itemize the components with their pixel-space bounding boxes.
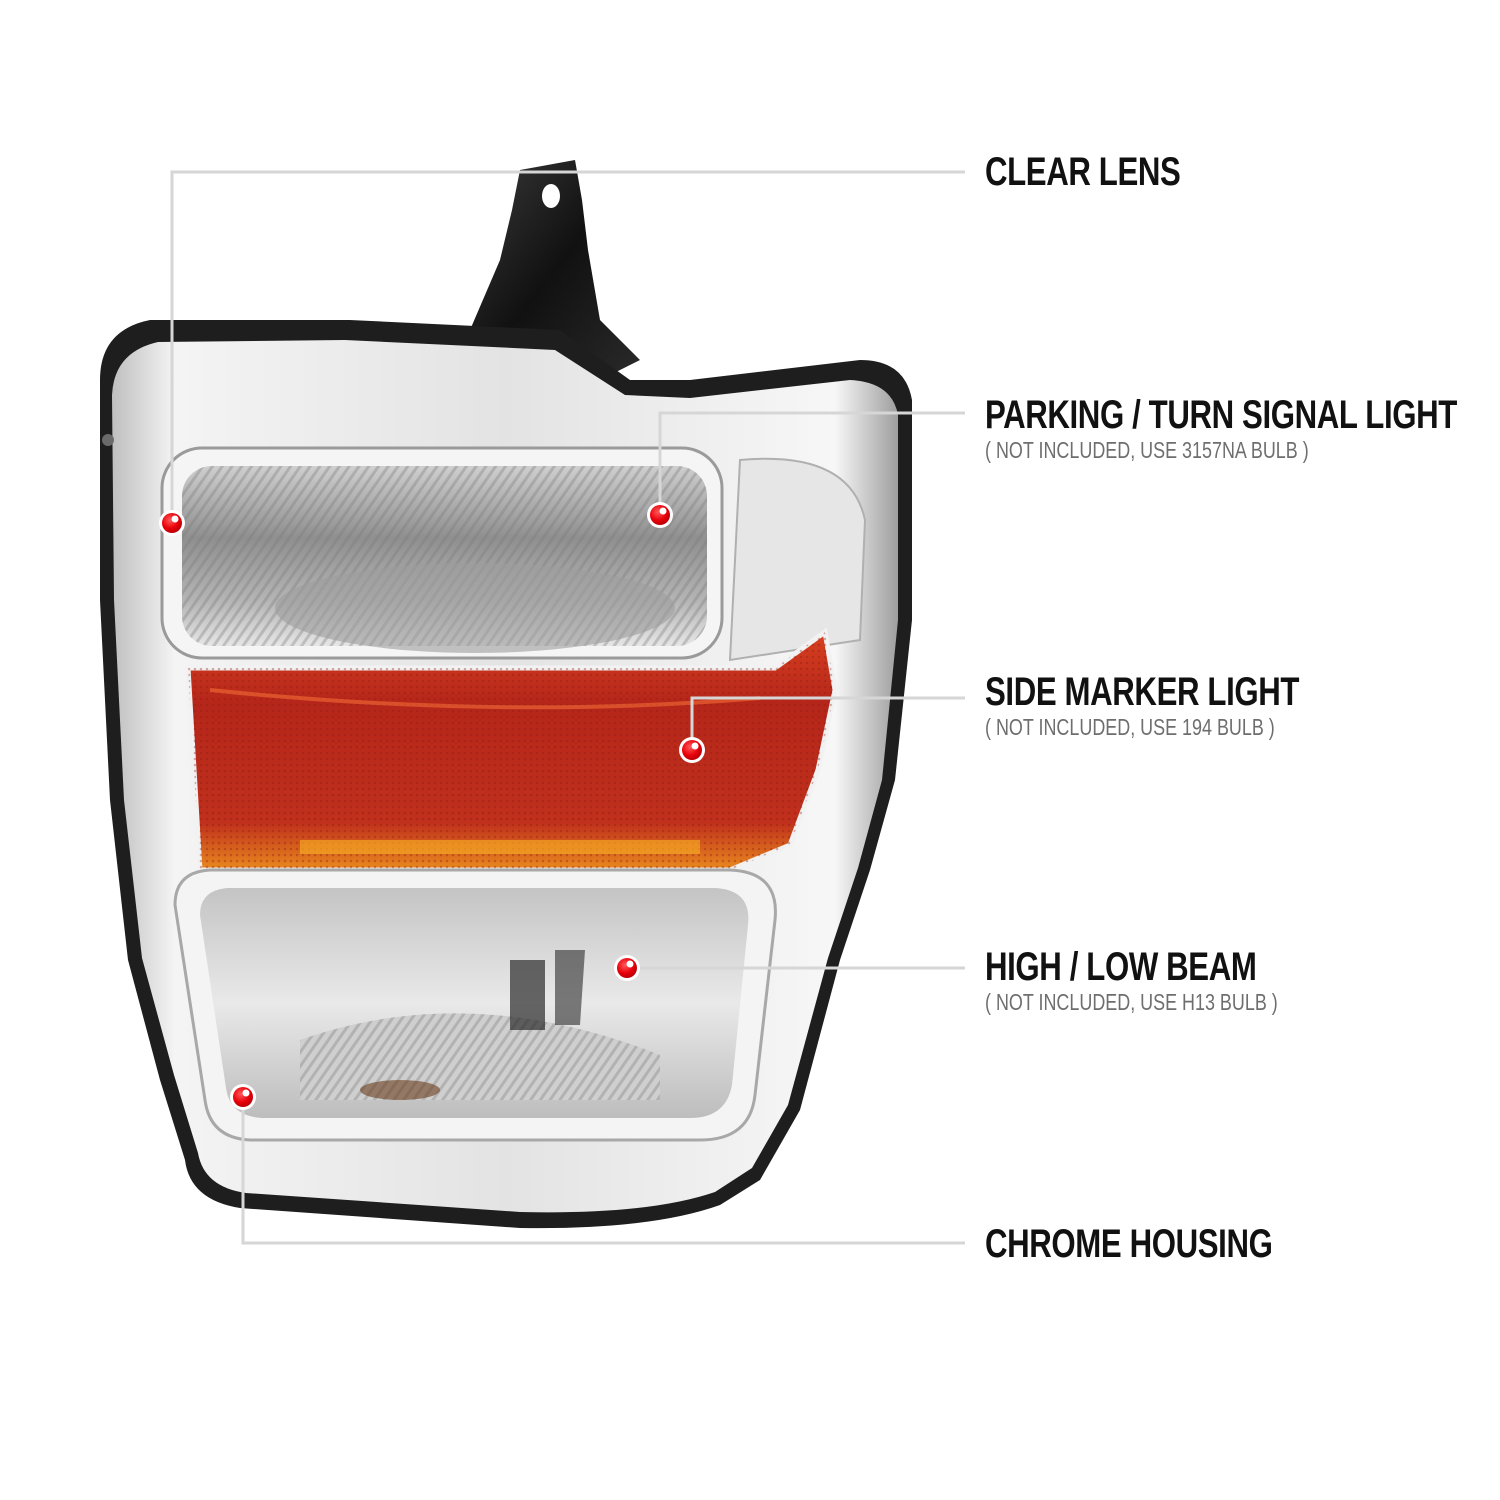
callout-dot-clear-lens — [159, 510, 185, 536]
callout-lines — [170, 170, 965, 1245]
label-bulb-note: ( NOT INCLUDED, USE 3157NA BULB ) — [985, 437, 1309, 463]
lower-lens-chamber — [173, 868, 777, 1142]
label-clear-lens: CLEAR LENS — [985, 150, 1236, 194]
label-bulb-note: ( NOT INCLUDED, USE H13 BULB ) — [985, 989, 1278, 1015]
callout-dot-chrome-housing — [230, 1084, 256, 1110]
callout-line-chrome-housing — [241, 1097, 965, 1245]
label-title: PARKING / TURN SIGNAL LIGHT — [985, 393, 1457, 437]
callout-line-parking-turn — [658, 411, 965, 515]
mounting-bracket — [470, 160, 640, 380]
label-side-marker: SIDE MARKER LIGHT ( NOT INCLUDED, USE 19… — [985, 670, 1388, 740]
label-parking-turn-signal: PARKING / TURN SIGNAL LIGHT ( NOT INCLUD… — [985, 393, 1500, 463]
callout-dot-parking-turn — [647, 502, 673, 528]
upper-lens-chamber — [160, 446, 867, 662]
label-title: HIGH / LOW BEAM — [985, 945, 1257, 989]
label-bulb-note: ( NOT INCLUDED, USE 194 BULB ) — [985, 714, 1275, 740]
label-title: CHROME HOUSING — [985, 1222, 1273, 1266]
callout-line-clear-lens — [170, 170, 965, 523]
callout-line-side-marker — [690, 696, 965, 750]
label-chrome-housing: CHROME HOUSING — [985, 1222, 1354, 1266]
label-high-low-beam: HIGH / LOW BEAM ( NOT INCLUDED, USE H13 … — [985, 945, 1360, 1015]
callout-dot-high-low-beam — [614, 955, 640, 981]
label-title: CLEAR LENS — [985, 150, 1181, 194]
amber-side-marker — [185, 627, 838, 873]
callout-dot-side-marker — [679, 737, 705, 763]
callout-dots — [159, 502, 705, 1110]
label-title: SIDE MARKER LIGHT — [985, 670, 1300, 714]
